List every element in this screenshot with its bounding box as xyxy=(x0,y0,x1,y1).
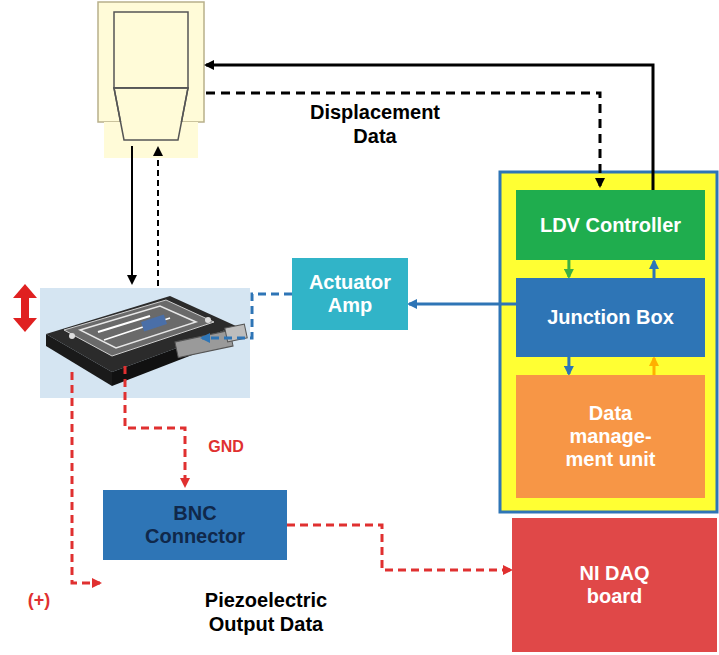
motion-arrow xyxy=(13,284,37,332)
node-label: LDV Controller xyxy=(540,214,681,237)
pin-label: (+) xyxy=(14,590,64,612)
connector-arrow xyxy=(653,358,656,375)
node-label: BNC Connector xyxy=(140,502,250,548)
node-label: Data manage- ment unit xyxy=(561,402,661,471)
positive-wire xyxy=(72,372,100,583)
drive-line xyxy=(202,294,292,338)
process-box: BNC Connector xyxy=(103,490,287,560)
node-label: NI DAQ board xyxy=(575,562,655,608)
ldv-head xyxy=(98,2,204,158)
ground-wire xyxy=(125,366,185,486)
process-box: NI DAQ board xyxy=(512,518,717,652)
process-box: Actuator Amp xyxy=(292,258,408,330)
signal-label: Piezoelectric Output Data xyxy=(176,588,356,636)
process-box: Junction Box xyxy=(516,278,705,357)
laser-beam xyxy=(131,146,133,283)
connector-arrow xyxy=(567,260,570,277)
node-label: Junction Box xyxy=(547,306,674,329)
connector-arrow xyxy=(653,261,656,278)
connector-arrow xyxy=(287,525,511,570)
laser-line xyxy=(206,65,653,190)
pin-label: GND xyxy=(196,437,256,456)
signal-label: Displacement Data xyxy=(290,100,460,148)
process-box: LDV Controller xyxy=(516,190,705,260)
connector-arrow xyxy=(567,357,570,374)
panel xyxy=(500,172,717,512)
signal-line xyxy=(206,93,600,186)
piezo-stage xyxy=(40,288,250,398)
connector-arrow xyxy=(409,303,516,306)
process-box: Data manage- ment unit xyxy=(516,375,705,498)
reflected-beam xyxy=(157,148,159,286)
node-label: Actuator Amp xyxy=(300,271,400,317)
